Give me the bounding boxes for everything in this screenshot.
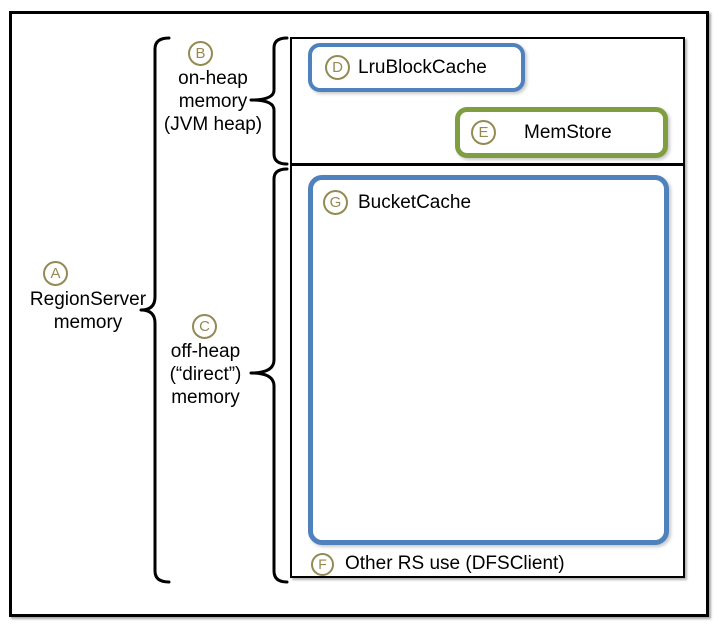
label-offheap-line3: memory xyxy=(171,387,240,408)
marker-c-icon: C xyxy=(192,314,217,339)
bucketcache-header: G BucketCache xyxy=(323,190,471,215)
lrublockcache-label: LruBlockCache xyxy=(358,56,487,78)
marker-e-icon: E xyxy=(471,120,496,145)
label-onheap-line1: on-heap xyxy=(178,68,248,89)
memstore-label: MemStore xyxy=(524,121,612,143)
label-onheap-memory: B on-heap memory (JVM heap) xyxy=(150,41,276,136)
marker-d-icon: D xyxy=(325,55,350,80)
label-regionserver-line1: RegionServer xyxy=(29,289,147,310)
other-rs-use-label: Other RS use (DFSClient) xyxy=(345,553,565,574)
memstore-box: E MemStore xyxy=(455,107,668,158)
bucketcache-label: BucketCache xyxy=(358,191,472,213)
marker-b-icon: B xyxy=(188,41,213,66)
other-rs-use-row: F Other RS use (DFSClient) xyxy=(311,551,565,577)
marker-a-icon: A xyxy=(43,261,68,286)
label-onheap-line2: memory xyxy=(178,91,248,112)
lrublockcache-box: D LruBlockCache xyxy=(308,43,525,92)
label-offheap-line2: (“direct”) xyxy=(169,364,242,385)
bucketcache-box: G BucketCache xyxy=(308,175,669,545)
marker-g-icon: G xyxy=(323,190,348,215)
label-offheap-memory: C off-heap (“direct”) memory xyxy=(148,314,263,409)
label-regionserver-line2: memory xyxy=(53,312,123,333)
outer-frame xyxy=(9,11,709,617)
label-offheap-line1: off-heap xyxy=(170,341,241,362)
onheap-offheap-divider xyxy=(290,163,685,166)
marker-f-icon: F xyxy=(311,552,334,576)
label-regionserver-memory: A RegionServer memory xyxy=(18,261,158,334)
label-onheap-line3: (JVM heap) xyxy=(163,114,263,135)
